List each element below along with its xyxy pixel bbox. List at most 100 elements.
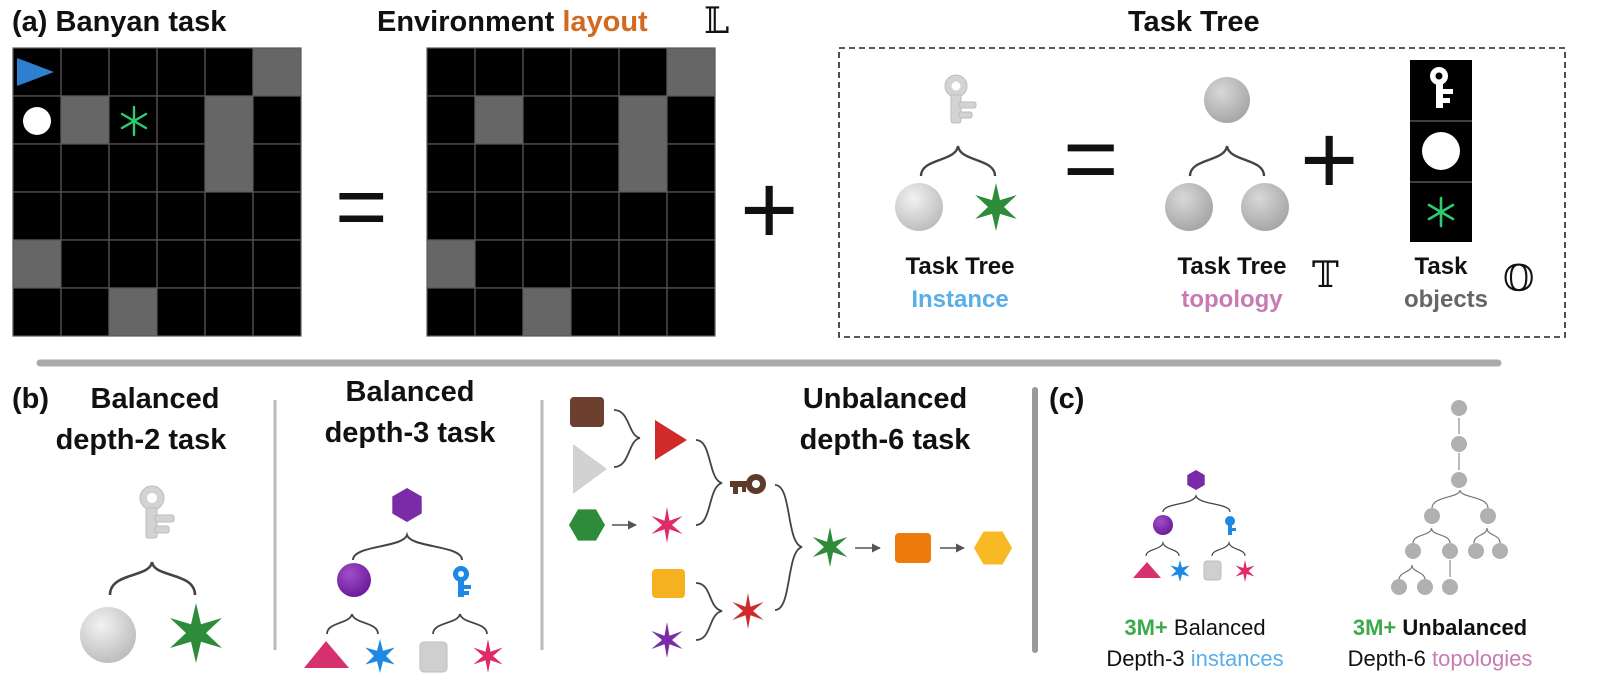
depth3-pink-triangle-icon [304,641,349,668]
layout-grid-cell [426,143,476,193]
banyan-grid-cell [252,47,302,97]
layout-grid-cell [474,191,524,241]
banyan-grid-cell [156,143,206,193]
layout-grid-cell [618,191,668,241]
balanced-word: Balanced [1173,615,1266,640]
environment-layout-grid [426,47,716,337]
balanced-depth: Depth-3 [1106,646,1185,671]
depth6-title-line-1: Unbalanced [802,383,968,415]
white-circle-object [23,107,51,135]
c-blue-key-icon [1225,516,1236,535]
layout-grid-cell [666,47,716,97]
layout-grid-cell [426,191,476,241]
depth3-purple-sphere [337,563,371,597]
depth6-pink-star-icon [651,507,683,543]
objects-key-hole [1435,72,1443,80]
instance-tree-brace [919,145,997,177]
layout-grid-cell [426,95,476,145]
task-tree-box [838,47,1566,338]
balanced-kind: instances [1190,646,1284,671]
banyan-grid-cell [252,239,302,289]
topology-node [1391,579,1407,595]
panel-c-label: (c) [1049,383,1085,415]
topology-symbol: 𝕋 [1312,255,1339,296]
equals-sign-2: = [1063,106,1119,212]
topology-node [1405,543,1421,559]
layout-grid-cell [666,239,716,289]
topology-node [1451,400,1467,416]
banyan-grid-cell [108,47,158,97]
layout-grid-cell [474,47,524,97]
depth6-green-hexagon-icon [569,509,605,541]
depth3-title-line-2: depth-3 task [324,417,496,449]
layout-grid-cell [474,239,524,289]
banyan-grid-cell [252,287,302,337]
topology-node [1492,543,1508,559]
c-pink-triangle-icon [1133,562,1161,578]
layout-grid-cell [426,239,476,289]
c-blue-star-icon [1170,560,1190,582]
depth3-title-line-1: Balanced [345,376,475,408]
depth6-yellow-box-icon [652,569,685,598]
banyan-grid-cell [12,191,62,241]
c-purple-sphere [1153,515,1173,535]
depth3-pink-star-icon [473,639,503,673]
depth3-blue-star-icon [365,639,395,673]
layout-grid-cell [522,47,572,97]
banyan-grid-cell [12,239,62,289]
banyan-grid-cell [108,239,158,289]
depth2-key-icon [139,485,175,539]
objects-title-line-1: Task [1414,253,1468,280]
depth3-key-hole [458,571,464,577]
layout-grid-cell [570,287,620,337]
plus-sign-2: + [1300,104,1359,216]
depth6-brace-1 [613,409,641,468]
c-pink-star-icon [1235,560,1255,582]
banyan-grid-cell [156,287,206,337]
topology-node [1451,436,1467,452]
topology-node [1442,579,1458,595]
topology-brace [1398,564,1426,581]
depth6-gray-triangle-icon [573,444,607,494]
banyan-task-grid [12,47,302,337]
layout-grid-cell [522,95,572,145]
banyan-grid-cell [156,239,206,289]
depth3-left-brace [326,613,379,635]
unbalanced-kind: topologies [1432,646,1533,671]
banyan-grid-cell [60,143,110,193]
topology-right-sphere [1241,183,1289,231]
banyan-grid-cell [204,47,254,97]
topology-title-line-2: topology [1181,286,1283,313]
depth6-yellow-hexagon-icon [974,531,1012,565]
banyan-grid-cell [108,191,158,241]
topology-node [1451,472,1467,488]
banyan-grid-cell [60,239,110,289]
topology-tree-brace [1188,145,1266,177]
layout-grid-cell [522,239,572,289]
topology-brace [1473,527,1501,544]
panel-b-label: (b) [12,383,50,415]
unbalanced-caption-line-2: Depth-6 topologies [1320,648,1560,670]
layout-grid-cell [522,143,572,193]
depth6-orange-box-icon [895,533,931,563]
balanced-caption-line-2: Depth-3 instances [1080,648,1310,670]
layout-grid-cell [570,95,620,145]
depth6-brown-key-icon [730,474,766,494]
agent-arrow-icon [17,58,54,86]
banyan-grid-cell [12,287,62,337]
layout-grid-cell [522,191,572,241]
topology-node [1468,543,1484,559]
depth3-top-brace [352,531,463,561]
banyan-grid-cell [60,191,110,241]
depth3-blue-key-icon [453,566,471,597]
banyan-grid-cell [60,47,110,97]
topology-node [1480,508,1496,524]
depth6-brace-4 [774,484,803,611]
topology-node [1442,543,1458,559]
banyan-grid-cell [60,287,110,337]
banyan-grid-cell [252,143,302,193]
unbalanced-word: Unbalanced [1402,615,1528,640]
layout-grid-cell [666,191,716,241]
depth2-key-hole [147,493,157,503]
c-left-brace [1145,540,1180,557]
